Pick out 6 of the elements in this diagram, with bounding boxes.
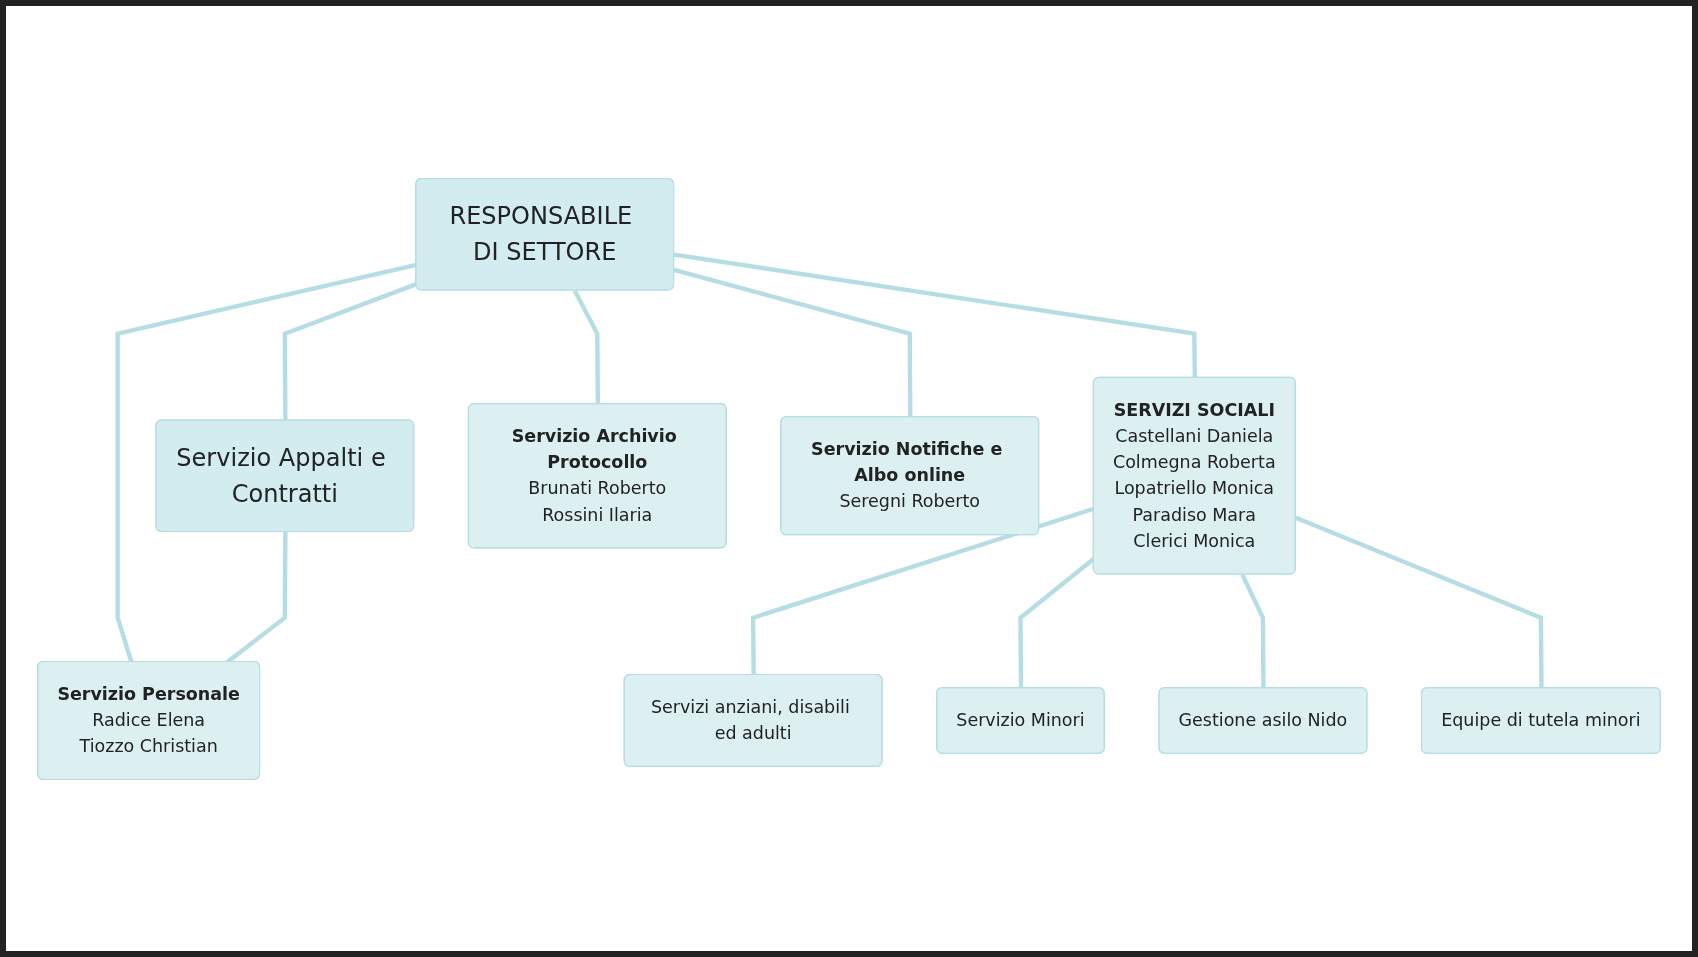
- connector: [1240, 573, 1266, 688]
- connector: [282, 281, 418, 421]
- connector: [673, 267, 913, 417]
- connector: [1295, 515, 1544, 688]
- connector: [673, 251, 1197, 378]
- connector: [572, 289, 601, 404]
